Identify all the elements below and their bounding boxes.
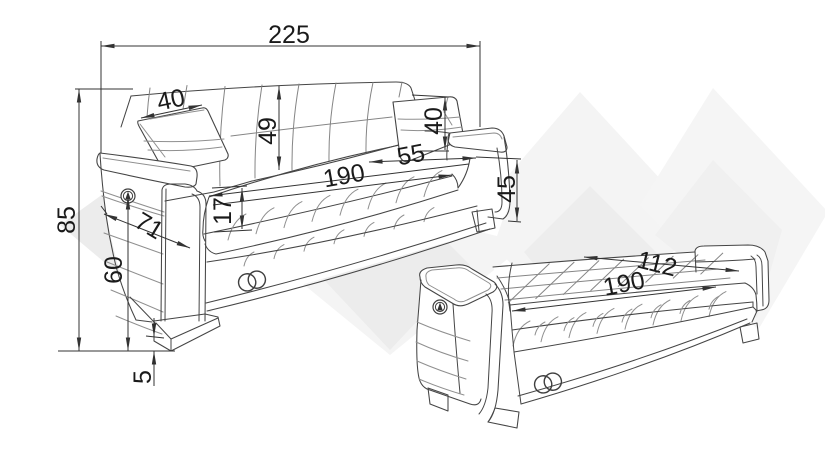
svg-text:49: 49 <box>254 117 282 145</box>
svg-text:45: 45 <box>493 175 521 203</box>
svg-text:40: 40 <box>420 107 448 135</box>
svg-text:225: 225 <box>268 21 310 49</box>
svg-text:55: 55 <box>395 139 428 172</box>
svg-text:85: 85 <box>53 206 81 234</box>
svg-text:40: 40 <box>154 83 187 116</box>
svg-text:5: 5 <box>129 370 157 384</box>
svg-text:17: 17 <box>209 197 237 225</box>
svg-text:60: 60 <box>100 256 128 284</box>
